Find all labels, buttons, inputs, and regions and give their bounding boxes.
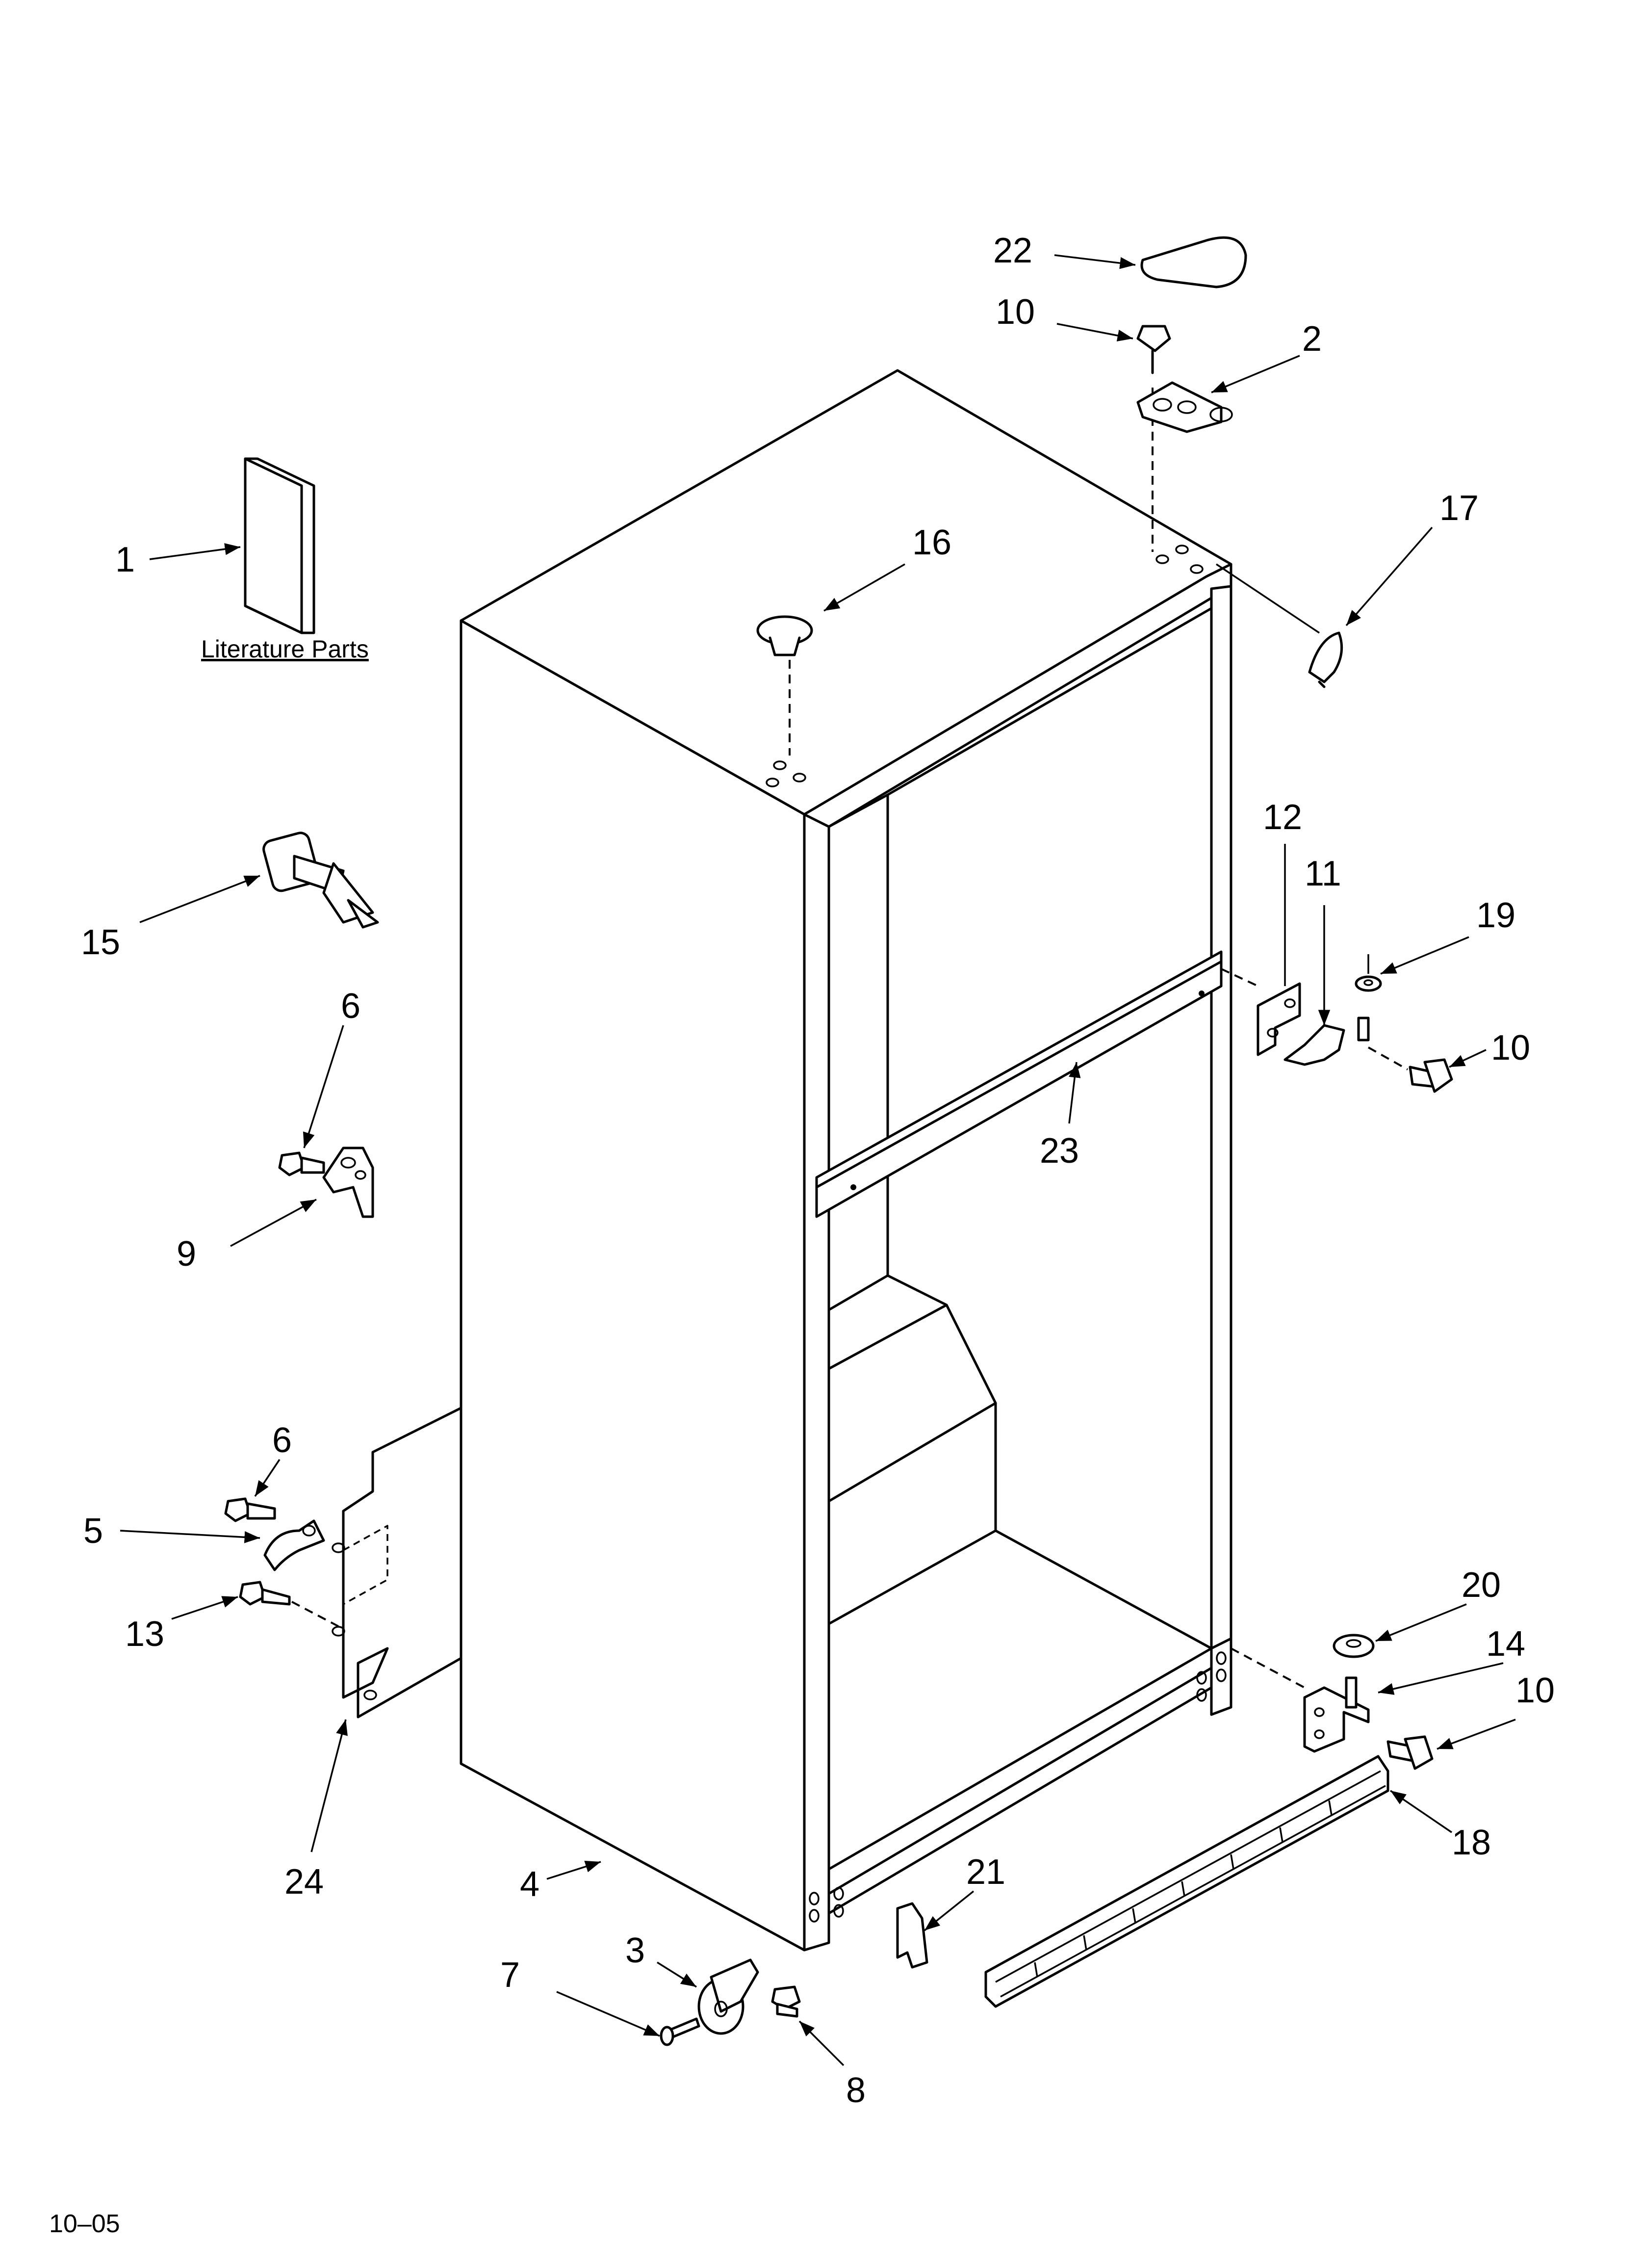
screw-part-10-middle (1368, 1046, 1453, 1093)
callout-5: 5 (83, 1512, 103, 1551)
callout-19: 19 (1476, 896, 1515, 935)
callout-15: 15 (81, 923, 120, 962)
screw-part-6-upper (278, 1151, 325, 1176)
footer-code: 10–05 (49, 2210, 120, 2238)
callout-4: 4 (520, 1865, 539, 1904)
callout-10-lower: 10 (1515, 1671, 1555, 1710)
callout-9: 9 (177, 1234, 196, 1274)
callout-18: 18 (1452, 1823, 1491, 1862)
callout-8: 8 (846, 2071, 866, 2110)
screw-part-10-lower (1386, 1735, 1434, 1770)
callout-3: 3 (625, 1931, 645, 1970)
callout-10-middle: 10 (1491, 1028, 1530, 1068)
callout-1: 1 (115, 540, 135, 579)
callout-13: 13 (125, 1615, 164, 1654)
pin-part-7 (660, 2017, 700, 2046)
callout-6-lower: 6 (272, 1421, 292, 1460)
clip-part-17 (1308, 631, 1343, 688)
callout-2: 2 (1302, 319, 1322, 359)
literature-parts-caption: Literature Parts (201, 635, 369, 663)
callout-11: 11 (1305, 854, 1341, 893)
callout-20: 20 (1462, 1565, 1501, 1605)
washer-part-20 (1333, 1634, 1375, 1658)
toe-grille-part (984, 1755, 1389, 2008)
callout-17: 17 (1439, 489, 1479, 528)
callout-10-top: 10 (996, 292, 1035, 332)
callout-21: 21 (966, 1852, 1005, 1892)
hinge-cover-part (1140, 236, 1247, 288)
bracket-part-12 (1221, 968, 1301, 1056)
callout-12: 12 (1263, 798, 1302, 837)
refrigerator-cabinet (332, 369, 1232, 1952)
callout-6-upper: 6 (341, 987, 360, 1026)
callout-14: 14 (1486, 1624, 1525, 1664)
bracket-part-9 (322, 1147, 374, 1218)
clamp-part-5 (263, 1519, 325, 1571)
plug-button-part (756, 615, 813, 756)
washer-part-19 (1355, 954, 1382, 992)
callout-22: 22 (993, 231, 1032, 270)
top-hinge-part (1136, 381, 1233, 433)
callout-24: 24 (284, 1862, 324, 1902)
bottom-hinge-part (1231, 1647, 1370, 1753)
screw-part-6-lower (224, 1497, 276, 1522)
literature-parts-booklet: Literature Parts (201, 457, 369, 663)
door-stop-part (262, 832, 379, 929)
leader-arrows (120, 254, 1516, 2066)
clip-part-21 (896, 1902, 928, 1969)
screw-part-13 (239, 1581, 339, 1627)
roller-part-3 (697, 1958, 759, 2035)
callout-16: 16 (912, 523, 951, 562)
callout-7: 7 (500, 1955, 520, 1995)
callout-labels: 1 2 3 4 5 6 6 7 8 9 10 10 10 11 12 13 14… (81, 231, 1555, 2110)
middle-hinge-part (1283, 1017, 1370, 1066)
callout-23: 23 (1040, 1131, 1079, 1171)
screw-part-8 (771, 1985, 801, 2018)
screw-part (1136, 325, 1171, 552)
